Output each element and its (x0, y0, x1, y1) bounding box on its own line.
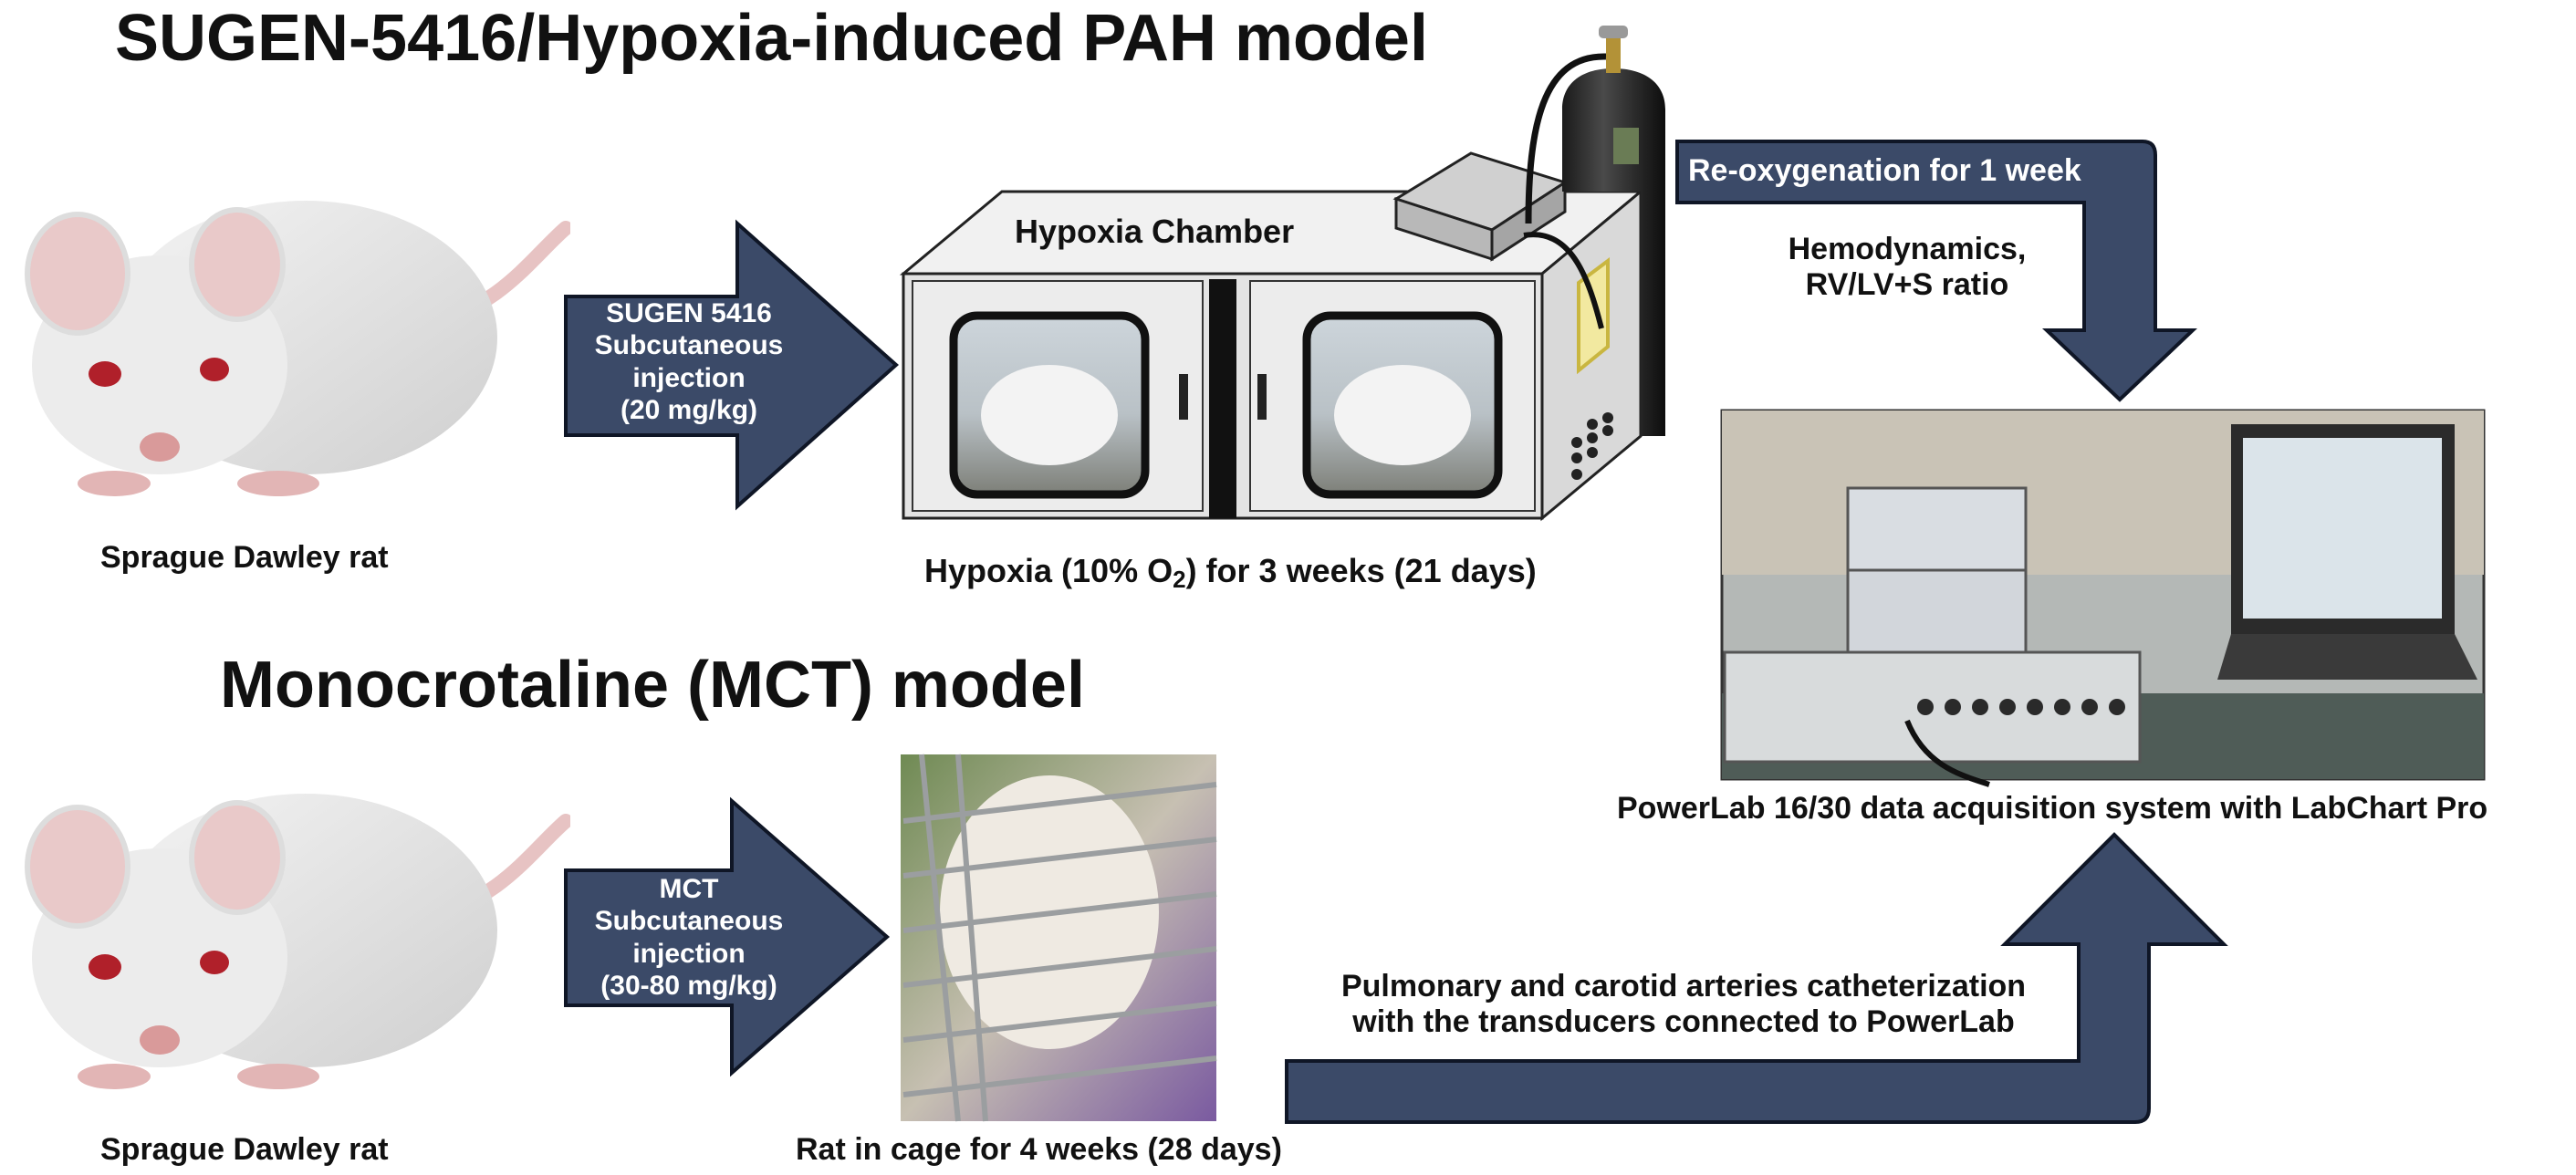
rat-label-top: Sprague Dawley rat (100, 540, 389, 575)
injection-bottom-line1: MCT (659, 874, 719, 904)
hypoxia-caption-sub: 2 (1173, 566, 1186, 593)
hypoxia-caption: Hypoxia (10% O2) for 3 weeks (21 days) (924, 552, 1537, 594)
hemodynamics-line2: RV/LV+S ratio (1805, 267, 2009, 303)
catheter-line1: Pulmonary and carotid arteries catheteri… (1340, 969, 2027, 1003)
injection-top-line2: Subcutaneous (594, 330, 784, 361)
cage-caption: Rat in cage for 4 weeks (28 days) (796, 1132, 1282, 1167)
cage-photo (901, 754, 1217, 1122)
title-top-model: SUGEN-5416/Hypoxia-induced PAH model (115, 2, 1428, 75)
reoxygenation-arrow (1675, 140, 2198, 402)
title-bottom-model: Monocrotaline (MCT) model (220, 649, 1085, 722)
injection-arrow-top-text: SUGEN 5416 Subcutaneous injection (20 mg… (575, 297, 803, 427)
injection-bottom-line3: injection (632, 938, 746, 969)
rat-label-bottom: Sprague Dawley rat (100, 1132, 389, 1167)
injection-bottom-line4: (30-80 mg/kg) (600, 971, 777, 1002)
injection-top-line3: injection (632, 362, 746, 393)
injection-top-line1: SUGEN 5416 (606, 298, 772, 328)
hemodynamics-label: Hemodynamics, RV/LV+S ratio (1734, 232, 2081, 303)
catheterization-label: Pulmonary and carotid arteries catheteri… (1296, 969, 2071, 1040)
rat-image-bottom (27, 794, 566, 1089)
hypoxia-chamber (899, 53, 1645, 522)
powerlab-caption: PowerLab 16/30 data acquisition system w… (1617, 791, 2488, 826)
hypoxia-caption-post: ) for 3 weeks (21 days) (1185, 552, 1537, 589)
chamber-label: Hypoxia Chamber (1015, 213, 1295, 250)
injection-top-line4: (20 mg/kg) (620, 395, 758, 426)
hemodynamics-line1: Hemodynamics, (1788, 232, 2027, 266)
injection-arrow-top (564, 219, 900, 511)
injection-arrow-bottom-text: MCT Subcutaneous injection (30-80 mg/kg) (570, 873, 808, 1003)
rat-image-top (27, 201, 566, 496)
catheterization-arrow (1285, 832, 2228, 1124)
injection-arrow-bottom (564, 796, 891, 1077)
catheter-line2: with the transducers connected to PowerL… (1352, 1004, 2015, 1040)
gas-cylinder (1562, 26, 1665, 436)
reoxygenation-label: Re-oxygenation for 1 week (1688, 153, 2081, 188)
injection-bottom-line2: Subcutaneous (594, 906, 784, 937)
powerlab-photo (1720, 409, 2486, 787)
hypoxia-caption-pre: Hypoxia (10% O (924, 552, 1173, 589)
